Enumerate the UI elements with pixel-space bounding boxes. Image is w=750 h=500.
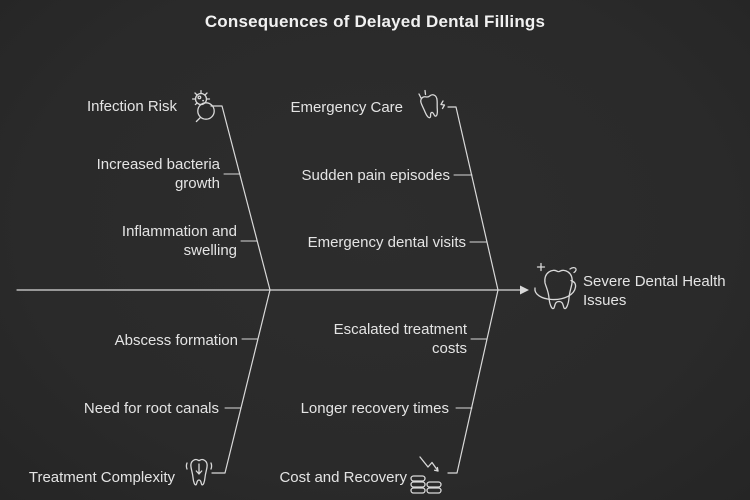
branch-label-cost-and-recovery: Cost and Recovery [279, 469, 407, 486]
rib-bottom-left [211, 289, 271, 474]
cause-item: Escalated treatment costs [333, 321, 467, 357]
branch-label-treatment-complexity: Treatment Complexity [28, 469, 175, 486]
cause-item: Increased bacteria growth [96, 156, 220, 192]
rib-top-right [447, 106, 499, 291]
item-tick-lines [223, 173, 488, 409]
bacteria-magnifier-icon [186, 90, 222, 126]
branch-label-emergency-care: Emergency Care [290, 99, 403, 116]
effect-label: Severe Dental Health Issues [583, 273, 726, 309]
cause-item: Sudden pain episodes [301, 167, 450, 184]
tooth-down-arrow-icon [184, 454, 214, 494]
cause-item: Emergency dental visits [307, 234, 466, 251]
diagram-title: Consequences of Delayed Dental Fillings [204, 12, 546, 31]
cause-item: Inflammation and swelling [121, 223, 237, 259]
cause-item: Longer recovery times [300, 400, 449, 417]
cause-item: Abscess formation [114, 332, 238, 349]
cause-item: Need for root canals [83, 400, 219, 417]
spine-arrowhead [520, 285, 529, 295]
rib-top-left [210, 105, 271, 291]
branch-label-infection-risk: Infection Risk [86, 98, 177, 115]
rib-bottom-right [447, 289, 499, 474]
aching-tooth-icon [410, 87, 450, 127]
coins-decline-icon [408, 450, 446, 494]
tooth-plus-icon [533, 257, 579, 315]
